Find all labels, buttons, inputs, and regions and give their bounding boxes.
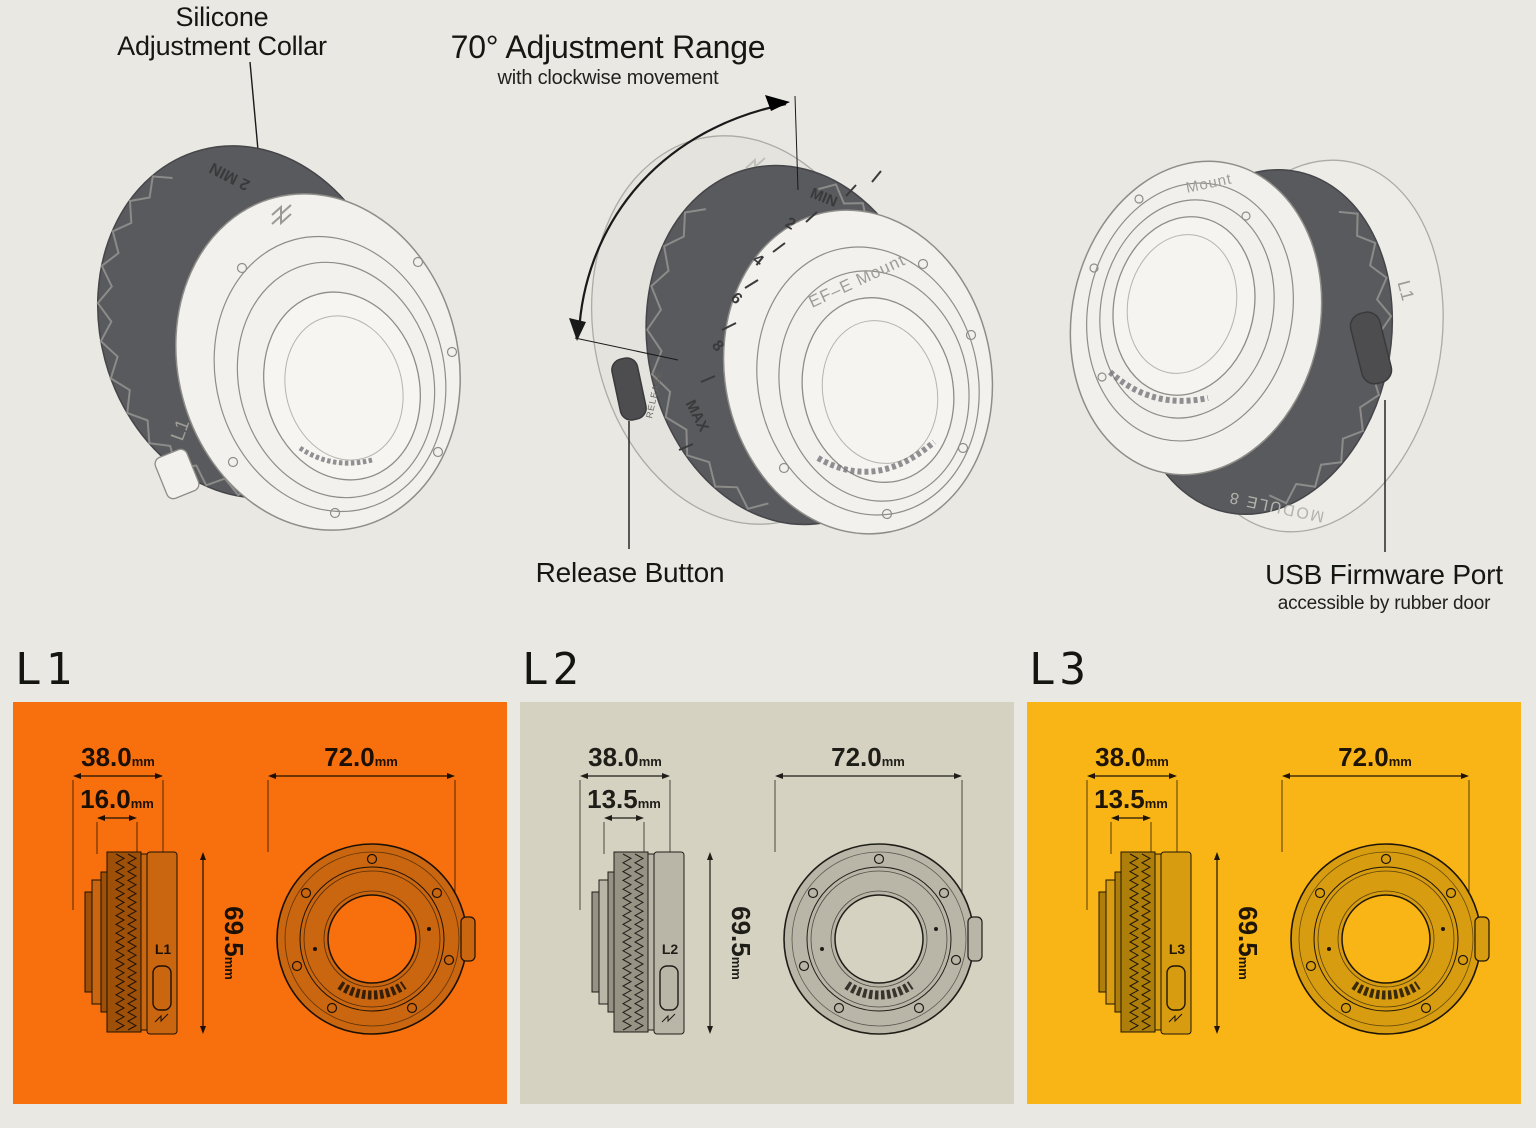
lock-notch: [154, 448, 200, 500]
face-ring-outer: [756, 246, 980, 516]
silicone-collar-label: Silicone Adjustment Collar: [117, 2, 327, 62]
dim-height: 69.5mm: [1233, 906, 1263, 980]
face-screws: [227, 256, 458, 519]
arc-arrowhead-bottom: [569, 318, 586, 341]
dim-height: 69.5mm: [726, 906, 756, 980]
silicone-label-line1: Silicone: [175, 2, 269, 32]
lock-tab: [460, 916, 476, 962]
contact-pins: [1351, 981, 1421, 1000]
front-view-drawing: [276, 843, 476, 1035]
dim-outer-width: 38.0mm: [588, 742, 662, 772]
face-screws: [778, 258, 977, 520]
inner-bayonet-ring: [284, 315, 404, 461]
release-label-text: Release Button: [535, 557, 725, 588]
collar-tread-zigzag: [96, 175, 256, 497]
extension-line-top: [794, 95, 799, 191]
release-button: [611, 357, 647, 421]
dim-diameter: 72.0mm: [1338, 742, 1412, 772]
dimension-drawing-l2: 38.0mm 13.5mm 72.0mm L2: [579, 742, 983, 1035]
angle-arc-annotation: [569, 95, 799, 361]
panel-l3-heading: L3: [1029, 644, 1090, 695]
module8-logo-icon: [661, 1013, 676, 1023]
side-view-drawing: L2: [591, 851, 685, 1035]
dimension-drawing-l3: 38.0mm 13.5mm 72.0mm L3: [1086, 742, 1490, 1035]
face-ring-mid: [236, 261, 436, 499]
panel-l2-heading: L2: [522, 644, 583, 695]
usb-label-text: USB Firmware Port: [1265, 559, 1503, 590]
dim-inner-width: 16.0mm: [80, 784, 154, 814]
front-view-drawing: [783, 843, 983, 1035]
contact-pins: [1107, 369, 1209, 404]
contact-pins: [337, 981, 407, 1000]
side-mark: L3: [1169, 941, 1186, 957]
contact-pins: [816, 439, 936, 475]
panel-l2-canvas: 38.0mm 13.5mm 72.0mm L2: [520, 702, 1014, 1104]
adjustment-range-label: 70° Adjustment Range with clockwise move…: [451, 30, 766, 89]
face-ring-mid: [778, 270, 970, 502]
side-view-drawing: L3: [1098, 851, 1192, 1035]
isometric-views-section: 2 MIN L1 MAX 8 6 4 2 MIN EF–E Mou: [96, 2, 1503, 615]
side-view-drawing: L1: [84, 851, 178, 1035]
scale-ticks: [678, 170, 882, 451]
dim-inner-width: 13.5mm: [587, 784, 661, 814]
face-ring-outer: [213, 235, 447, 513]
release-button-label: Release Button: [535, 557, 725, 588]
adapter-right-iso: L1 MODULE 8 Mount: [1069, 159, 1444, 552]
dim-diameter: 72.0mm: [324, 742, 398, 772]
dimension-drawing-l1: 38.0mm 16.0mm 72.0mm: [72, 742, 476, 1035]
face-ring-outer: [1086, 182, 1294, 442]
range-title: 70° Adjustment Range: [450, 29, 766, 65]
front-screws: [798, 853, 962, 1014]
adapter-illustrations: 2 MIN L1 MAX 8 6 4 2 MIN EF–E Mou: [96, 61, 1444, 552]
side-mark: L1: [155, 941, 172, 957]
arc-arrow: [577, 102, 787, 334]
usb-port-door: [1349, 311, 1393, 385]
panel-l1-heading: L1: [15, 644, 76, 695]
panel-l1: L1 38.0mm 16.0mm 72.0mm: [13, 646, 507, 1104]
inner-bayonet-ring: [1126, 234, 1238, 374]
adapter-middle-iso: MAX 8 6 4 2 MIN EF–E Mount RELEASE: [569, 95, 994, 549]
dim-diameter: 72.0mm: [831, 742, 905, 772]
front-screws: [291, 853, 455, 1014]
silicone-label-line2: Adjustment Collar: [117, 31, 327, 62]
face-screws: [1089, 194, 1251, 382]
arc-arrowhead-top: [765, 95, 790, 111]
extension-line-bottom: [574, 337, 679, 361]
panel-l2: L2 38.0mm 13.5mm 72.0mm: [520, 646, 1014, 1104]
usb-label-subtitle: accessible by rubber door: [1277, 593, 1491, 615]
contact-pins: [844, 981, 914, 1000]
lock-tab: [967, 916, 983, 962]
size-comparison-section: L1 38.0mm 16.0mm 72.0mm: [13, 646, 1523, 1104]
collar-tread-zigzag: [645, 208, 769, 510]
mount-opening: [1112, 216, 1256, 396]
front-view-drawing: [1290, 843, 1490, 1035]
dim-outer-width: 38.0mm: [1095, 742, 1169, 772]
face-ring-mid: [1099, 199, 1275, 419]
dim-height: 69.5mm: [219, 906, 249, 980]
mount-opening: [801, 297, 955, 483]
side-mark: L2: [662, 941, 679, 957]
module8-logo-icon: [1168, 1013, 1183, 1023]
panel-l3: L3 38.0mm 13.5mm 72.0mm: [1027, 646, 1521, 1104]
dim-outer-width: 38.0mm: [81, 742, 155, 772]
silicone-leader-line: [249, 61, 259, 151]
mount-opening: [263, 291, 421, 481]
adapter-left-iso: 2 MIN L1: [96, 61, 461, 531]
panel-l1-canvas: 38.0mm 16.0mm 72.0mm: [13, 702, 507, 1104]
front-screws: [1305, 853, 1469, 1014]
inner-bayonet-ring: [821, 320, 939, 464]
dim-inner-width: 13.5mm: [1094, 784, 1168, 814]
usb-port-label: USB Firmware Port accessible by rubber d…: [1265, 559, 1503, 615]
range-subtitle: with clockwise movement: [497, 66, 719, 89]
panel-l3-canvas: 38.0mm 13.5mm 72.0mm L3: [1027, 702, 1521, 1104]
module8-logo-icon: [271, 204, 292, 226]
module8-logo-icon: [154, 1013, 169, 1023]
contact-pins: [298, 445, 373, 466]
lock-tab: [1474, 916, 1490, 962]
